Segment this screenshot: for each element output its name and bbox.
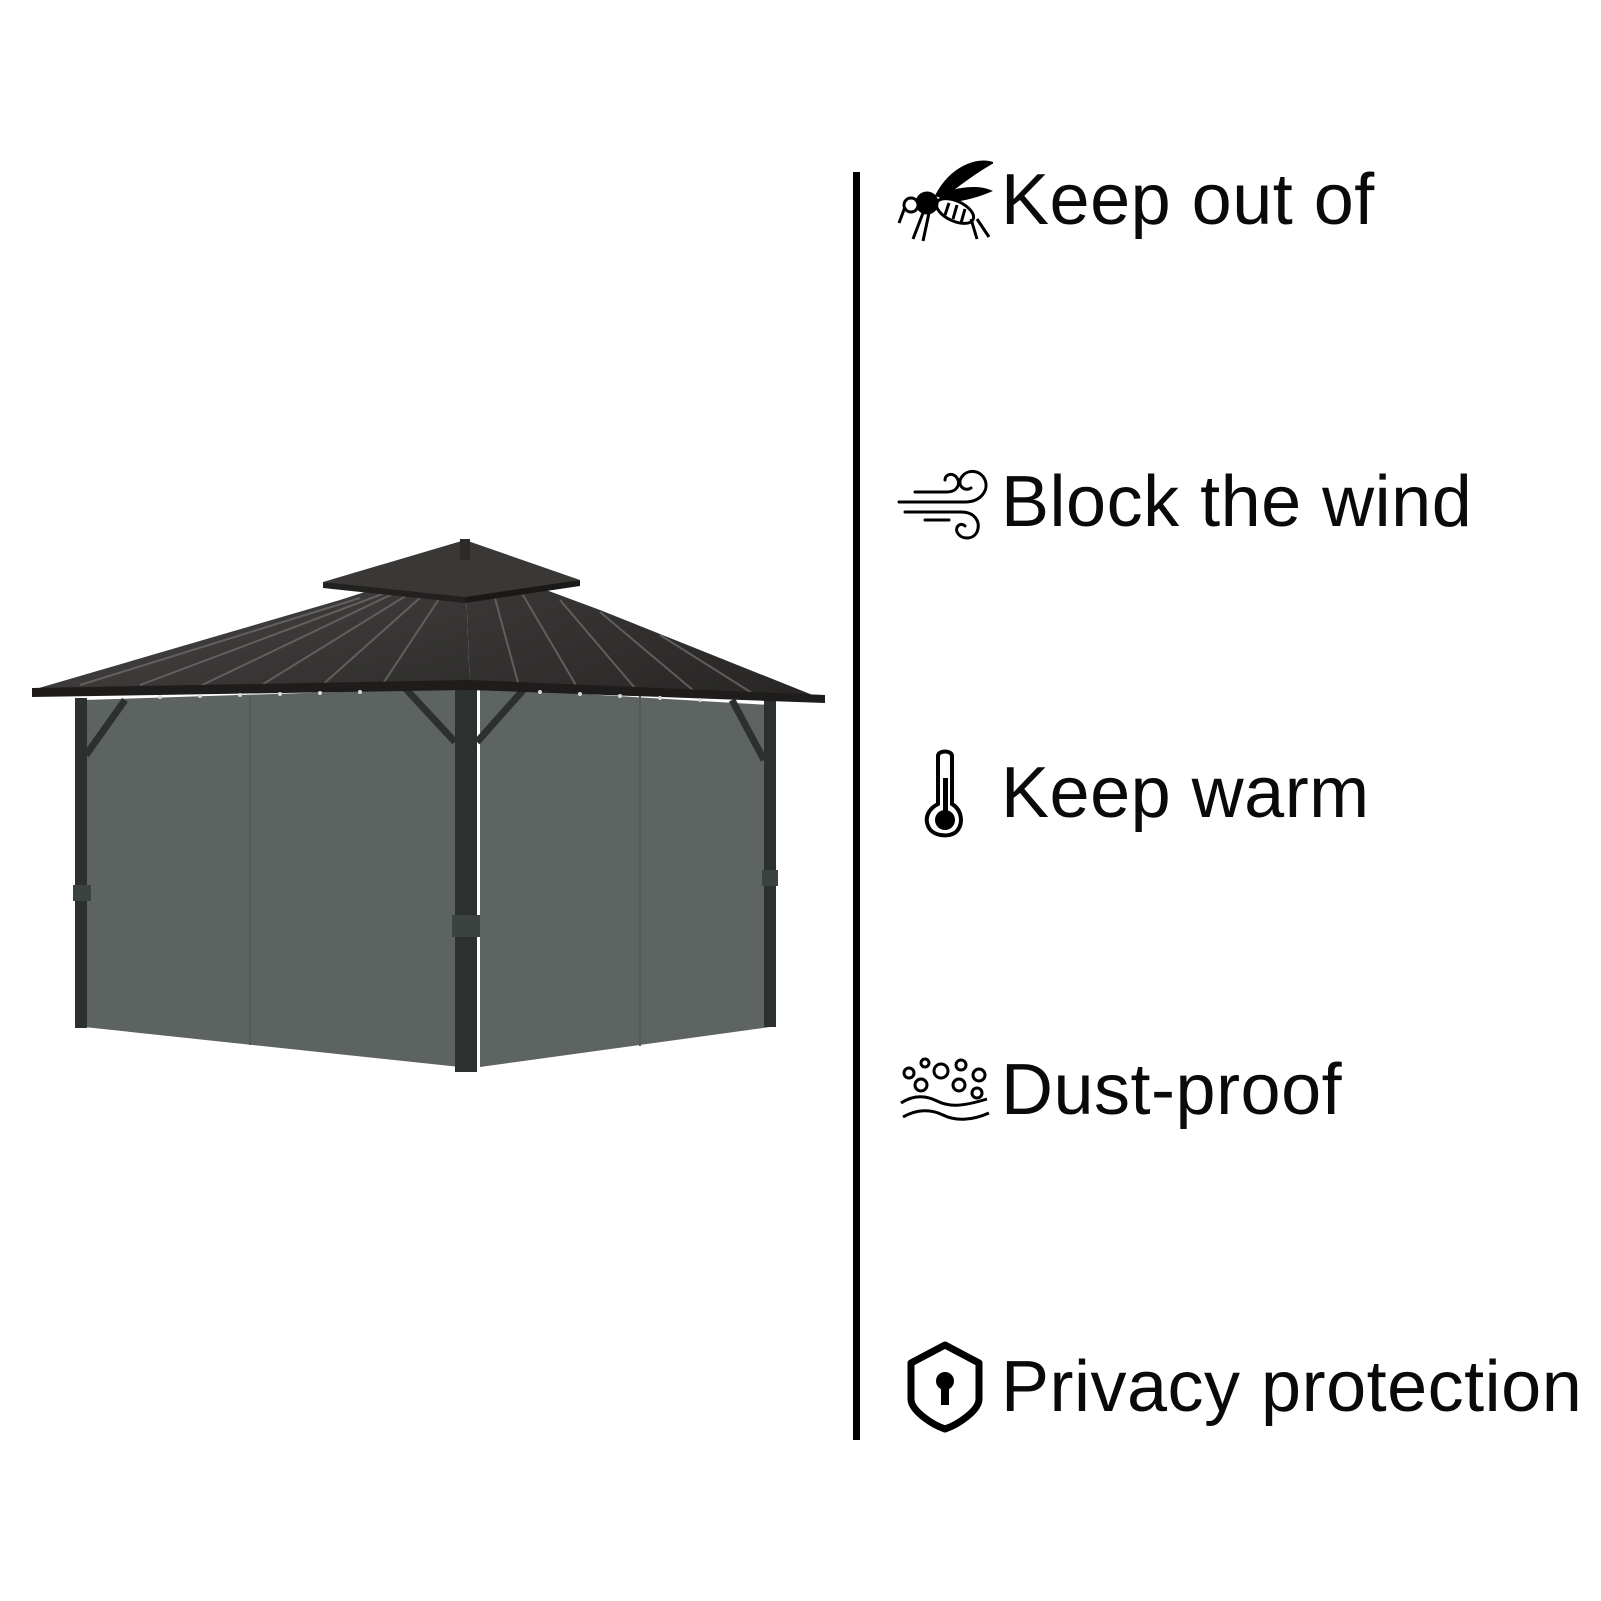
shield-keyhole-icon	[895, 1337, 995, 1437]
feature-label: Keep warm	[1001, 753, 1370, 833]
curtain-hooks	[158, 690, 702, 702]
feature-label: Block the wind	[1001, 462, 1473, 542]
feature-keep-out-insects: Keep out of	[895, 145, 1375, 255]
mosquito-icon	[895, 150, 995, 250]
feature-label: Dust-proof	[1001, 1050, 1343, 1130]
thermometer-icon	[895, 743, 995, 843]
feature-keep-warm: Keep warm	[895, 738, 1370, 848]
left-curtain-panel	[84, 688, 460, 1067]
wind-icon	[895, 452, 995, 552]
feature-label: Privacy protection	[1001, 1347, 1583, 1427]
feature-dust-proof: Dust-proof	[895, 1035, 1342, 1145]
gazebo-roof	[32, 539, 825, 703]
dust-icon	[895, 1040, 995, 1140]
gazebo-illustration	[32, 539, 825, 1072]
corner-braces	[83, 685, 768, 762]
feature-block-wind: Block the wind	[895, 447, 1472, 557]
right-curtain-panel	[480, 688, 770, 1067]
vertical-divider	[853, 172, 860, 1440]
feature-label: Keep out of	[1001, 160, 1375, 240]
feature-privacy-protection: Privacy protection	[895, 1332, 1582, 1442]
gazebo-posts	[73, 682, 778, 1072]
